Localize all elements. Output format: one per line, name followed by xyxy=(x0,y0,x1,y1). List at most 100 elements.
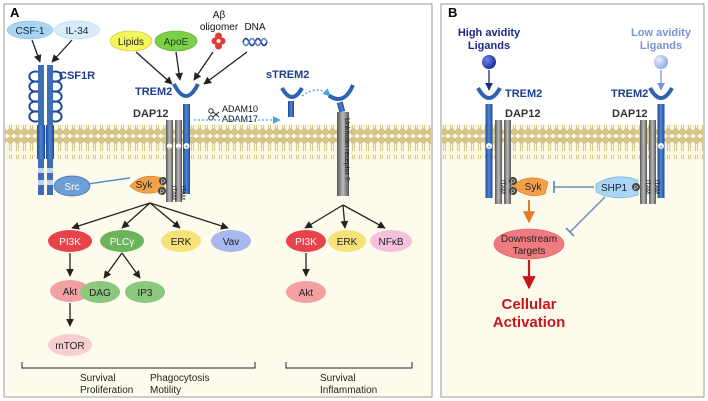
dna-label: DNA xyxy=(244,22,265,33)
lipids-ligand xyxy=(109,30,153,52)
dag xyxy=(80,281,120,303)
akt-a-label: Akt xyxy=(63,287,78,298)
adam17-label: ADAM17 xyxy=(222,114,258,124)
high-avidity-ligands-label: Ligands xyxy=(468,40,510,52)
strem2-bound xyxy=(327,84,355,113)
high-avidity-ligand-icon xyxy=(482,55,496,69)
phospho-b-2 xyxy=(509,187,517,195)
cellular-label: Cellular xyxy=(501,296,556,313)
arrow-csf1 xyxy=(31,39,42,63)
lipids-label: Lipids xyxy=(118,37,144,48)
erk-a xyxy=(161,230,201,252)
phospho-a-1 xyxy=(159,177,167,185)
outcome-survival-a: Survival xyxy=(80,373,116,384)
akt-b-label: Akt xyxy=(299,288,314,299)
dap12-a-label: DAP12 xyxy=(133,108,168,120)
il34-label: IL-34 xyxy=(66,26,89,37)
abeta-oligomer-icon xyxy=(211,32,226,50)
itam-a-1: ITAM xyxy=(170,186,176,200)
src-label: Src xyxy=(65,182,80,193)
dap12-b-left: ITAM ITAM xyxy=(495,120,514,204)
downstream-targets xyxy=(493,228,565,260)
svg-text:P: P xyxy=(511,190,515,196)
shp1-phosphatase xyxy=(595,176,639,199)
nfkb-label: NFκB xyxy=(379,237,404,248)
unknown-receptor xyxy=(337,112,349,196)
activation-label: Activation xyxy=(493,314,566,331)
panel-b-label: B xyxy=(448,5,457,20)
outcome-inflammation: Inflammation xyxy=(320,385,377,396)
phospho-a-2 xyxy=(158,187,166,195)
arrow-apoe xyxy=(175,51,183,81)
csf1-label: CSF-1 xyxy=(16,26,45,37)
csf1r-receptor xyxy=(28,65,63,195)
shp1-label: SHP1 xyxy=(601,183,628,194)
membrane-a xyxy=(5,125,431,159)
outcome-proliferation: Proliferation xyxy=(80,385,133,396)
outcome-motility: Motility xyxy=(150,385,181,396)
strem2-label: sTREM2 xyxy=(266,69,309,81)
pi3k-a-label: PI3K xyxy=(59,237,81,248)
low-avidity-label: Low avidity xyxy=(631,27,692,39)
arrow-plcg-ip3 xyxy=(121,252,141,279)
strem2-binding-arrow xyxy=(301,88,331,97)
apoe-ligand xyxy=(154,30,198,52)
itam-a-2: ITAM xyxy=(179,186,185,200)
shp1-inhibits-targets xyxy=(569,196,606,233)
pi3k-a xyxy=(48,230,92,252)
trem2-receptor-b-left: + xyxy=(476,86,502,198)
arrow-il34 xyxy=(51,39,73,63)
apoe-label: ApoE xyxy=(164,37,189,48)
trem2-a-label: TREM2 xyxy=(135,86,172,98)
pathway1-arrows xyxy=(71,202,229,230)
erk-a-label: ERK xyxy=(171,237,192,248)
syk-a-label: Syk xyxy=(136,180,154,191)
low-avidity-ligand-icon xyxy=(654,55,668,69)
trem2-receptor-b-right: + xyxy=(648,86,674,198)
svg-text:P: P xyxy=(161,180,165,186)
mtor-label: mTOR xyxy=(55,341,84,352)
oligomer-label: oligomer xyxy=(200,22,239,33)
csf1-ligand xyxy=(6,20,54,40)
csf1r-label: CSF1R xyxy=(59,70,95,82)
vav xyxy=(211,230,251,252)
dap12-b-left-label: DAP12 xyxy=(505,108,540,120)
ip3-label: IP3 xyxy=(137,288,152,299)
abeta-label: Aβ xyxy=(213,10,226,21)
vav-label: Vav xyxy=(223,237,240,248)
arrow-lipids xyxy=(135,51,173,85)
trem2-b-left-label: TREM2 xyxy=(505,88,542,100)
dag-label: DAG xyxy=(89,288,111,299)
svg-text:P: P xyxy=(160,190,164,196)
dap12-b-right-label: DAP12 xyxy=(612,108,647,120)
arrow-abeta xyxy=(193,51,214,81)
dap12-a-minus2: - xyxy=(178,145,180,151)
adam10-label: ADAM10 xyxy=(222,104,258,114)
erk-b-label: ERK xyxy=(337,237,358,248)
itam-b-left-2: ITAM xyxy=(508,180,514,194)
strem2-fragment xyxy=(280,86,304,117)
ip3 xyxy=(125,281,165,303)
phospho-b-1 xyxy=(509,177,517,185)
svg-text:P: P xyxy=(634,186,638,192)
outcome-phagocytosis: Phagocytosis xyxy=(150,373,209,384)
akt-b xyxy=(286,281,326,303)
itam-b-right-1: ITAM xyxy=(644,180,650,194)
mtor xyxy=(48,334,92,356)
downstream-label: Downstream xyxy=(501,234,557,245)
itam-b-right-2: ITAM xyxy=(653,180,659,194)
bracket-pathway1 xyxy=(21,362,256,369)
targets-label: Targets xyxy=(513,246,546,257)
dap12-a: - - ITAM ITAM xyxy=(166,120,185,202)
panel-a: A CSF-1 IL-34 CSF1R Src xyxy=(3,3,433,398)
pi3k-b-label: PI3K xyxy=(295,237,317,248)
svg-text:P: P xyxy=(511,180,515,186)
phospho-shp1 xyxy=(632,183,640,191)
itam-b-left-1: ITAM xyxy=(499,180,505,194)
trem2-b-right-label: TREM2 xyxy=(611,88,648,100)
arrow-dna xyxy=(203,51,248,85)
trem2-a-plus: + xyxy=(185,145,189,151)
high-avidity-label: High avidity xyxy=(458,27,521,39)
trem2-b-right-plus: + xyxy=(659,145,663,151)
